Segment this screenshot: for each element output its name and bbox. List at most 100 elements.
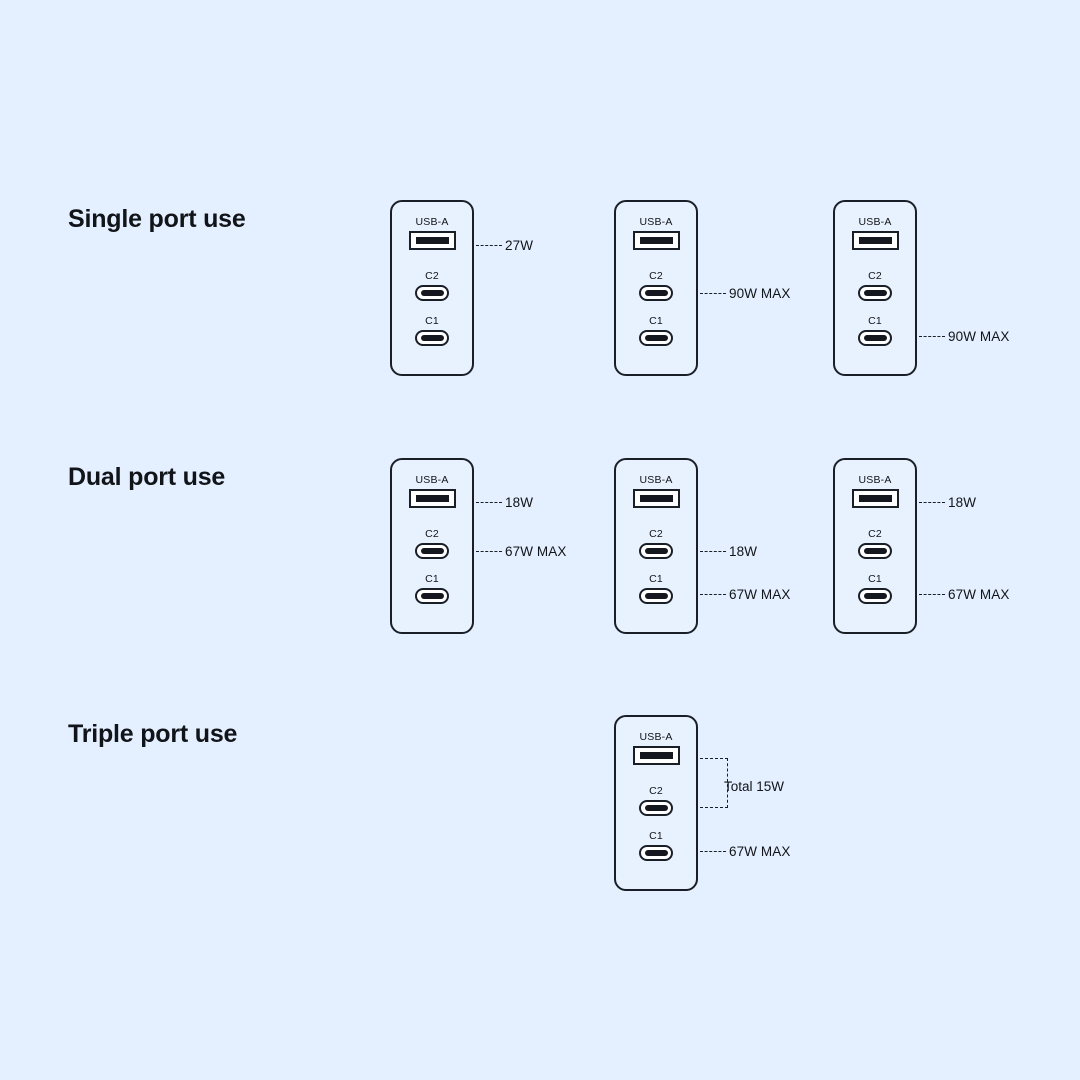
usb-c-icon xyxy=(415,588,449,604)
usb-c-icon xyxy=(858,588,892,604)
power-leader: 18W xyxy=(919,494,976,510)
power-value: 90W MAX xyxy=(948,328,1010,344)
usb-a-icon xyxy=(851,489,899,508)
port-c2: C2 xyxy=(616,528,696,559)
port-c2: C2 xyxy=(616,270,696,301)
port-c2: C2 xyxy=(835,528,915,559)
port-c1: C1 xyxy=(835,315,915,346)
usb-a-icon xyxy=(632,746,680,765)
port-usba: USB-A xyxy=(616,474,696,508)
leader-dash-icon xyxy=(476,550,502,552)
port-label-c1: C1 xyxy=(649,315,663,327)
charger-unit: USB-A C2 C1 xyxy=(833,458,917,634)
section-title-triple: Triple port use xyxy=(68,720,238,748)
leader-dash-icon xyxy=(919,593,945,595)
usb-c-icon xyxy=(639,800,673,816)
port-usba: USB-A xyxy=(392,474,472,508)
port-label-c1: C1 xyxy=(868,573,882,585)
port-label-c2: C2 xyxy=(425,270,439,282)
usb-a-icon xyxy=(851,231,899,250)
charger-unit: USB-A C2 C1 xyxy=(390,200,474,376)
port-label-c2: C2 xyxy=(649,528,663,540)
power-leader: 67W MAX xyxy=(476,543,566,559)
port-label-usba: USB-A xyxy=(858,216,892,228)
power-value: 67W MAX xyxy=(948,586,1010,602)
port-label-c2: C2 xyxy=(868,528,882,540)
usb-c-icon xyxy=(415,543,449,559)
section-title-single: Single port use xyxy=(68,205,246,233)
power-leader: 27W xyxy=(476,237,533,253)
port-usba: USB-A xyxy=(835,474,915,508)
port-label-usba: USB-A xyxy=(639,216,673,228)
power-value: 18W xyxy=(948,494,977,510)
total-power-bracket xyxy=(700,758,728,808)
usb-a-icon xyxy=(408,489,456,508)
power-leader: 18W xyxy=(700,543,757,559)
port-label-c1: C1 xyxy=(868,315,882,327)
port-c1: C1 xyxy=(835,573,915,604)
port-c1: C1 xyxy=(616,830,696,861)
power-leader: 90W MAX xyxy=(919,328,1009,344)
usb-c-icon xyxy=(639,330,673,346)
power-value: 27W xyxy=(505,237,534,253)
leader-dash-icon xyxy=(919,335,945,337)
usb-a-icon xyxy=(632,489,680,508)
leader-dash-icon xyxy=(476,501,502,503)
port-usba: USB-A xyxy=(616,731,696,765)
port-label-c1: C1 xyxy=(425,573,439,585)
port-c2: C2 xyxy=(392,528,472,559)
usb-c-icon xyxy=(858,543,892,559)
usb-c-icon xyxy=(858,285,892,301)
leader-dash-icon xyxy=(700,593,726,595)
port-label-c2: C2 xyxy=(425,528,439,540)
port-c2: C2 xyxy=(835,270,915,301)
usb-c-icon xyxy=(415,330,449,346)
power-value: 67W MAX xyxy=(505,543,567,559)
power-leader: 67W MAX xyxy=(919,586,1009,602)
power-leader: 18W xyxy=(476,494,533,510)
port-c1: C1 xyxy=(392,315,472,346)
port-label-c1: C1 xyxy=(649,830,663,842)
usb-c-icon xyxy=(639,543,673,559)
port-label-usba: USB-A xyxy=(858,474,892,486)
port-c1: C1 xyxy=(392,573,472,604)
charger-unit: USB-A C2 C1 xyxy=(614,458,698,634)
charger-unit: USB-A C2 C1 xyxy=(614,715,698,891)
total-power-label: Total 15W xyxy=(724,779,785,794)
port-label-usba: USB-A xyxy=(639,731,673,743)
port-label-c2: C2 xyxy=(649,785,663,797)
power-value: 67W MAX xyxy=(729,843,791,859)
charger-unit: USB-A C2 C1 xyxy=(833,200,917,376)
power-leader: 67W MAX xyxy=(700,586,790,602)
power-value: 90W MAX xyxy=(729,285,791,301)
charger-unit: USB-A C2 C1 xyxy=(390,458,474,634)
usb-c-icon xyxy=(639,285,673,301)
port-usba: USB-A xyxy=(392,216,472,250)
leader-dash-icon xyxy=(700,850,726,852)
port-label-c2: C2 xyxy=(649,270,663,282)
leader-dash-icon xyxy=(919,501,945,503)
port-label-c1: C1 xyxy=(649,573,663,585)
port-c1: C1 xyxy=(616,315,696,346)
usb-c-icon xyxy=(858,330,892,346)
power-leader: 90W MAX xyxy=(700,285,790,301)
port-label-c1: C1 xyxy=(425,315,439,327)
usb-c-icon xyxy=(415,285,449,301)
leader-dash-icon xyxy=(700,292,726,294)
port-label-usba: USB-A xyxy=(415,474,449,486)
port-c2: C2 xyxy=(616,785,696,816)
port-c2: C2 xyxy=(392,270,472,301)
usb-a-icon xyxy=(408,231,456,250)
section-title-dual: Dual port use xyxy=(68,463,226,491)
power-value: 18W xyxy=(729,543,758,559)
power-leader: 67W MAX xyxy=(700,843,790,859)
port-c1: C1 xyxy=(616,573,696,604)
port-label-c2: C2 xyxy=(868,270,882,282)
leader-dash-icon xyxy=(700,550,726,552)
power-value: 18W xyxy=(505,494,534,510)
charger-unit: USB-A C2 C1 xyxy=(614,200,698,376)
usb-a-icon xyxy=(632,231,680,250)
usb-c-icon xyxy=(639,845,673,861)
port-usba: USB-A xyxy=(616,216,696,250)
